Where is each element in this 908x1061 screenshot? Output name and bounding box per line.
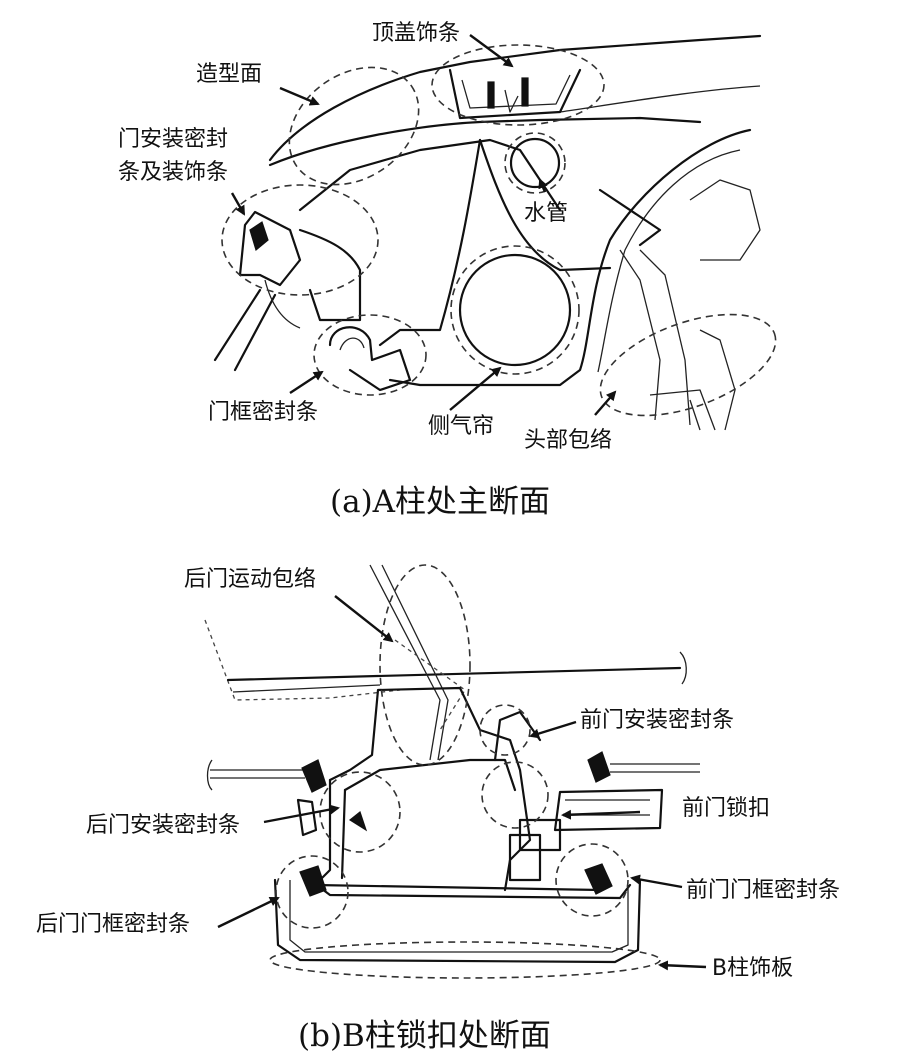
- label-door-seal-line2: 条及装饰条: [118, 160, 228, 185]
- caption-panel-b: (b)B柱锁扣处断面: [298, 1018, 551, 1054]
- panel-a-drawing: [213, 34, 777, 431]
- label-head-envelope: 头部包络: [524, 428, 612, 453]
- label-styling-surface: 造型面: [196, 62, 262, 87]
- label-rear-door-seal: 后门安装密封条: [86, 813, 240, 838]
- label-door-frame-seal: 门框密封条: [208, 400, 318, 425]
- label-side-curtain: 侧气帘: [428, 414, 494, 439]
- label-rear-door-motion: 后门运动包络: [184, 567, 316, 592]
- label-door-seal-line1: 门安装密封: [118, 127, 228, 152]
- label-water-pipe: 水管: [524, 201, 568, 226]
- panel-b-leaders: [217, 595, 707, 971]
- label-rear-frame-seal: 后门门框密封条: [36, 912, 190, 937]
- label-front-frame-seal: 前门门框密封条: [686, 878, 840, 903]
- panel-a-leaders: [230, 34, 617, 416]
- label-front-door-seal: 前门安装密封条: [580, 708, 734, 733]
- caption-panel-a: (a)A柱处主断面: [330, 484, 550, 520]
- label-b-pillar-trim: B柱饰板: [712, 956, 793, 981]
- panel-b-drawing: [204, 564, 700, 979]
- label-front-door-lock: 前门锁扣: [682, 796, 770, 821]
- label-roof-trim: 顶盖饰条: [372, 21, 460, 46]
